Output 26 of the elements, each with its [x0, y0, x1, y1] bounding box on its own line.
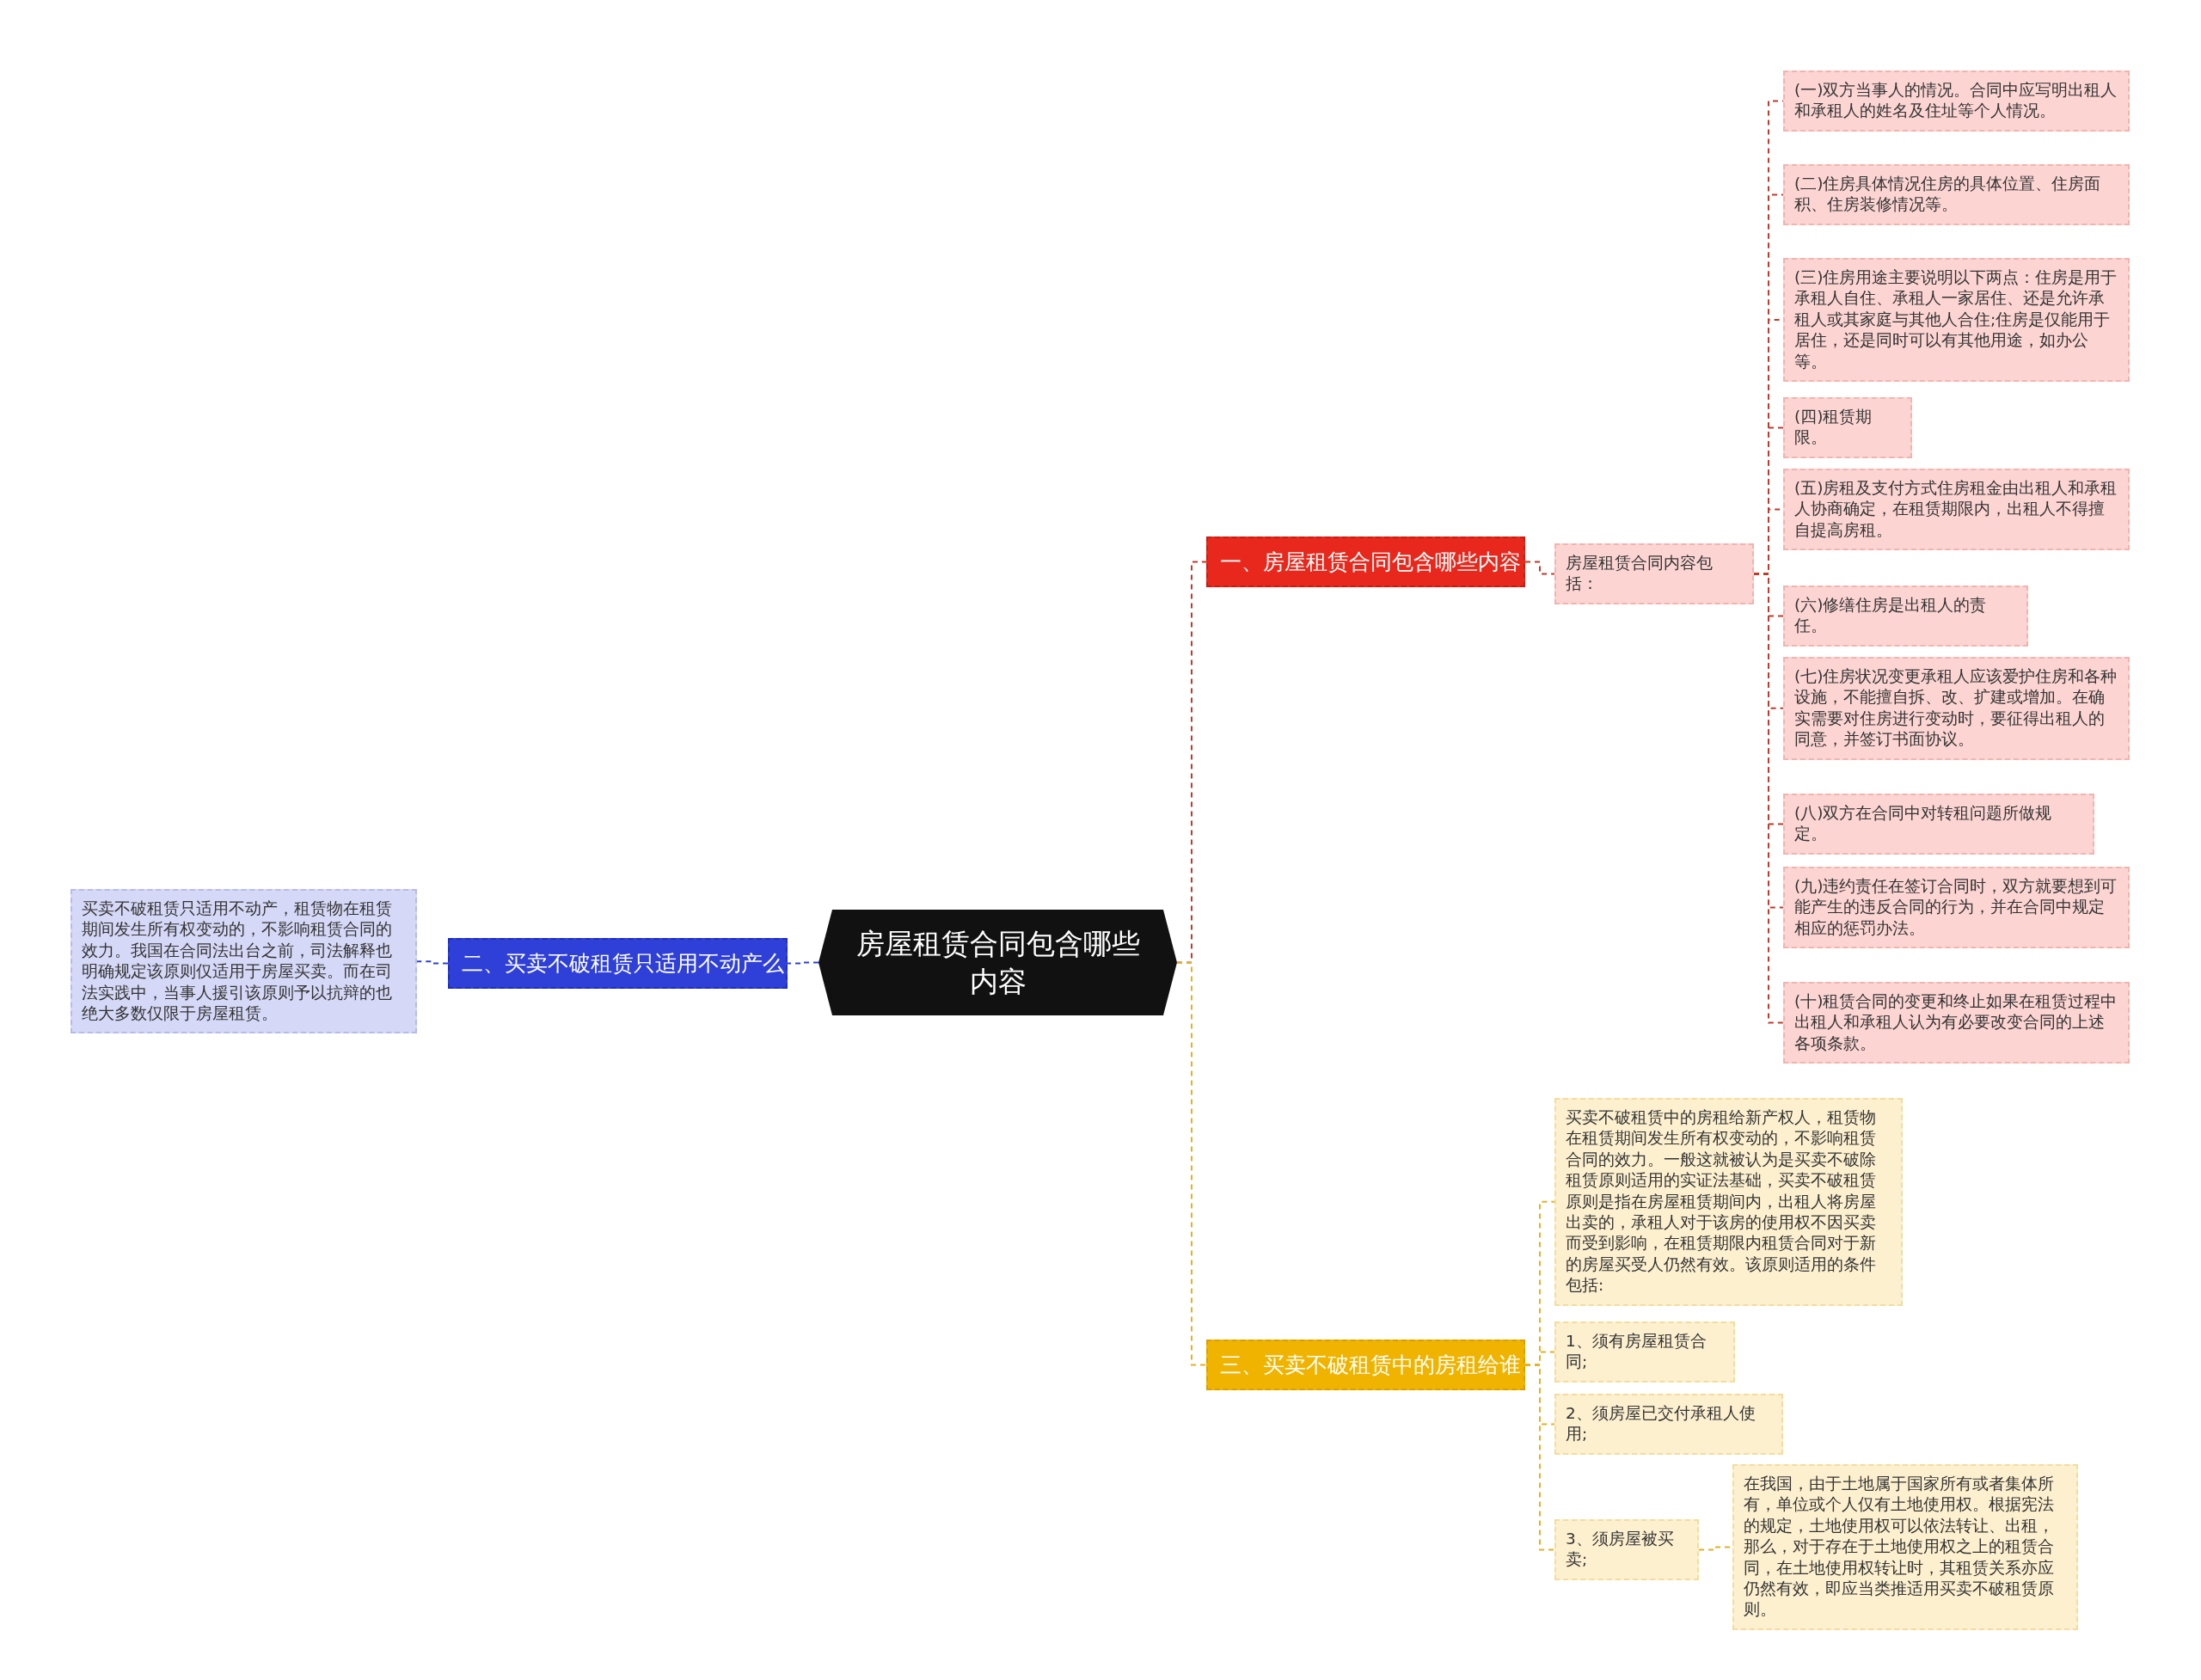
note-box: 3、须房屋被买卖; — [1554, 1519, 1699, 1580]
note-box: (三)住房用途主要说明以下两点：住房是用于承租人自住、承租人一家居住、还是允许承租人或其家庭与其他人合住;住房是仅能用于居住，还是同时可以有其他用途，如办公等。 — [1783, 258, 2130, 383]
branch-topic: 二、买卖不破租赁只适用不动产么 — [448, 938, 788, 989]
branch-topic: 三、买卖不破租赁中的房租给谁 — [1206, 1340, 1525, 1390]
note-box: (一)双方当事人的情况。合同中应写明出租人和承租人的姓名及住址等个人情况。 — [1783, 71, 2130, 132]
note-box: (六)修缮住房是出租人的责任。 — [1783, 586, 2028, 647]
branch-topic: 一、房屋租赁合同包含哪些内容 — [1206, 536, 1525, 587]
connector — [787, 961, 819, 965]
note-box: (四)租赁期限。 — [1783, 397, 1912, 458]
note-box: (九)违约责任在签订合同时，双方就要想到可能产生的违反合同的行为，并在合同中规定相应的惩罚办法。 — [1783, 867, 2130, 949]
note-box: (十)租赁合同的变更和终止如果在租赁过程中出租人和承租人认为有必要改变合同的上述各项条款。 — [1783, 982, 2130, 1064]
connector — [416, 960, 449, 965]
note-box: (五)房租及支付方式住房租金由出租人和承租人协商确定，在租赁期限内，出租人不得擅自提高房租。 — [1783, 469, 2130, 551]
connector — [1524, 1364, 1555, 1551]
note-box: 买卖不破租赁只适用不动产，租赁物在租赁期间发生所有权变动的，不影响租赁合同的效力。我国在合同法出台之前，司法解释也明确规定该原则仅适用于房屋买卖。而在司法实践中，当事人援引该原则予以抗辩的也绝大多数仅限于房屋租赁。 — [71, 889, 417, 1034]
note-box: 买卖不破租赁中的房租给新产权人，租赁物在租赁期间发生所有权变动的，不影响租赁合同的效力。一般这就被认为是买卖不破除租赁原则适用的实证法基础，买卖不破租赁原则是指在房屋租赁期间内，出租人将房屋出卖的，承租人对于该房的使用权不因买卖而受到影响，在租赁期限内租赁合同对于新的房屋买受人仍然有效。该原则适用的条件包括: — [1554, 1098, 1903, 1306]
note-box: 房屋租赁合同内容包括： — [1554, 543, 1754, 604]
note-box: 在我国，由于土地属于国家所有或者集体所有，单位或个人仅有土地使用权。根据宪法的规定，土地使用权可以依法转让、出租，那么，对于存在于土地使用权之上的租赁合同，在土地使用权转让时，其租赁关系亦应仍然有效，即应当类推适用买卖不破租赁原则。 — [1732, 1464, 2078, 1630]
connector — [1524, 561, 1555, 575]
connector — [1176, 961, 1207, 1366]
note-box: (七)住房状况变更承租人应该爱护住房和各种设施，不能擅自拆、改、扩建或增加。在确实需要对住房进行变动时，要征得出租人的同意，并签订书面协议。 — [1783, 657, 2130, 760]
note-box: 1、须有房屋租赁合同; — [1554, 1321, 1735, 1383]
note-box: (八)双方在合同中对转租问题所做规定。 — [1783, 794, 2094, 855]
note-box: (二)住房具体情况住房的具体位置、住房面积、住房装修情况等。 — [1783, 164, 2130, 225]
central-topic: 房屋租赁合同包含哪些内容 — [818, 910, 1177, 1015]
note-box: 2、须房屋已交付承租人使用; — [1554, 1394, 1783, 1455]
